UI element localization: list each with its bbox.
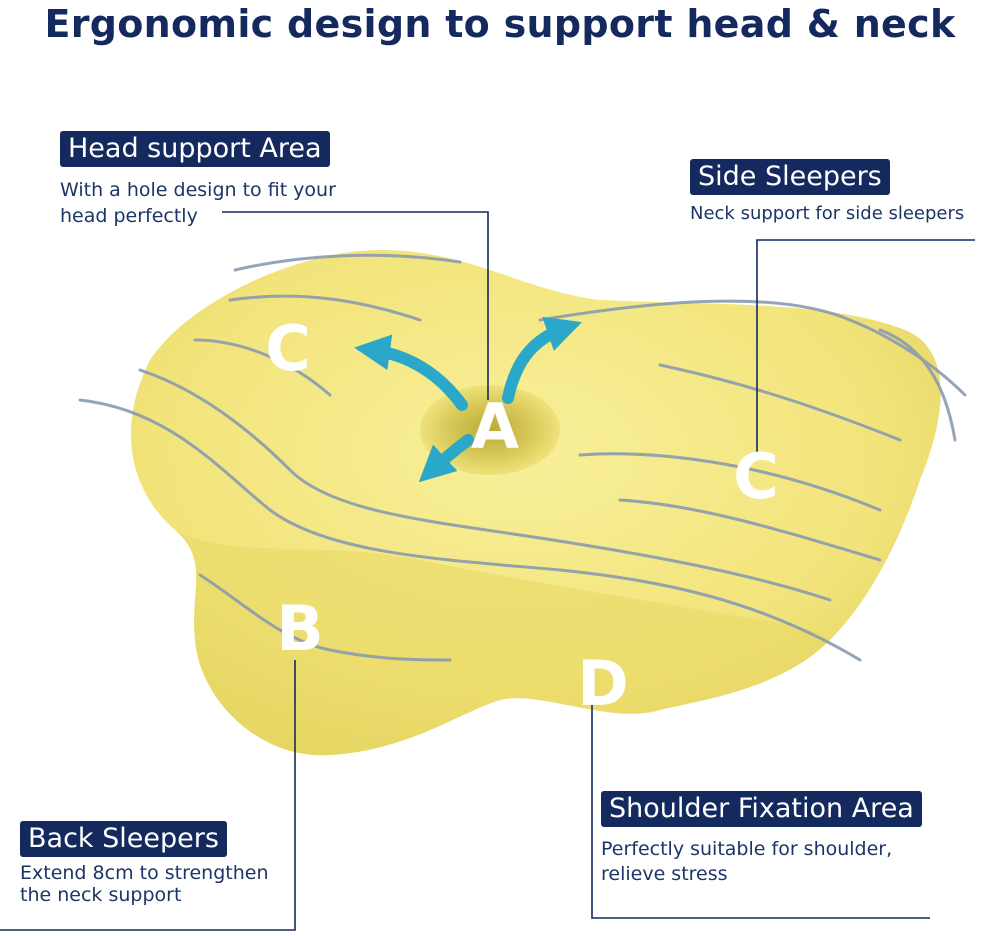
page-title: Ergonomic design to support head & neck xyxy=(44,2,956,46)
pillow-side-shadow xyxy=(175,530,830,756)
back-sleepers-desc-line1: Extend 8cm to strengthen xyxy=(20,862,269,884)
leader-lines xyxy=(0,211,975,931)
marker-d: D xyxy=(577,647,628,720)
shoulder-fixation-desc-line2: relieve stress xyxy=(601,863,728,885)
marker-b: B xyxy=(276,592,323,665)
back-sleepers-label: Back Sleepers xyxy=(20,821,227,857)
head-support-desc-line1: With a hole design to fit your xyxy=(60,179,336,201)
shoulder-fixation-desc-line1: Perfectly suitable for shoulder, xyxy=(601,838,893,860)
head-leader-line xyxy=(222,211,489,400)
curved-arrow-icon xyxy=(354,316,583,483)
side-sleepers-label: Side Sleepers xyxy=(690,159,890,195)
back-leader-line xyxy=(0,660,296,931)
airflow-lines xyxy=(78,253,967,662)
marker-c-right: C xyxy=(733,440,779,513)
head-support-desc-line2: head perfectly xyxy=(60,205,198,227)
head-support-label: Head support Area xyxy=(60,131,330,167)
shoulder-leader-line xyxy=(591,705,930,919)
side-leader-line xyxy=(756,239,975,460)
marker-a: A xyxy=(471,390,519,463)
back-sleepers-desc-line2: the neck support xyxy=(20,884,182,906)
marker-c-left: C xyxy=(265,312,311,385)
side-sleepers-desc: Neck support for side sleepers xyxy=(690,203,965,224)
shoulder-fixation-label: Shoulder Fixation Area xyxy=(601,791,922,827)
